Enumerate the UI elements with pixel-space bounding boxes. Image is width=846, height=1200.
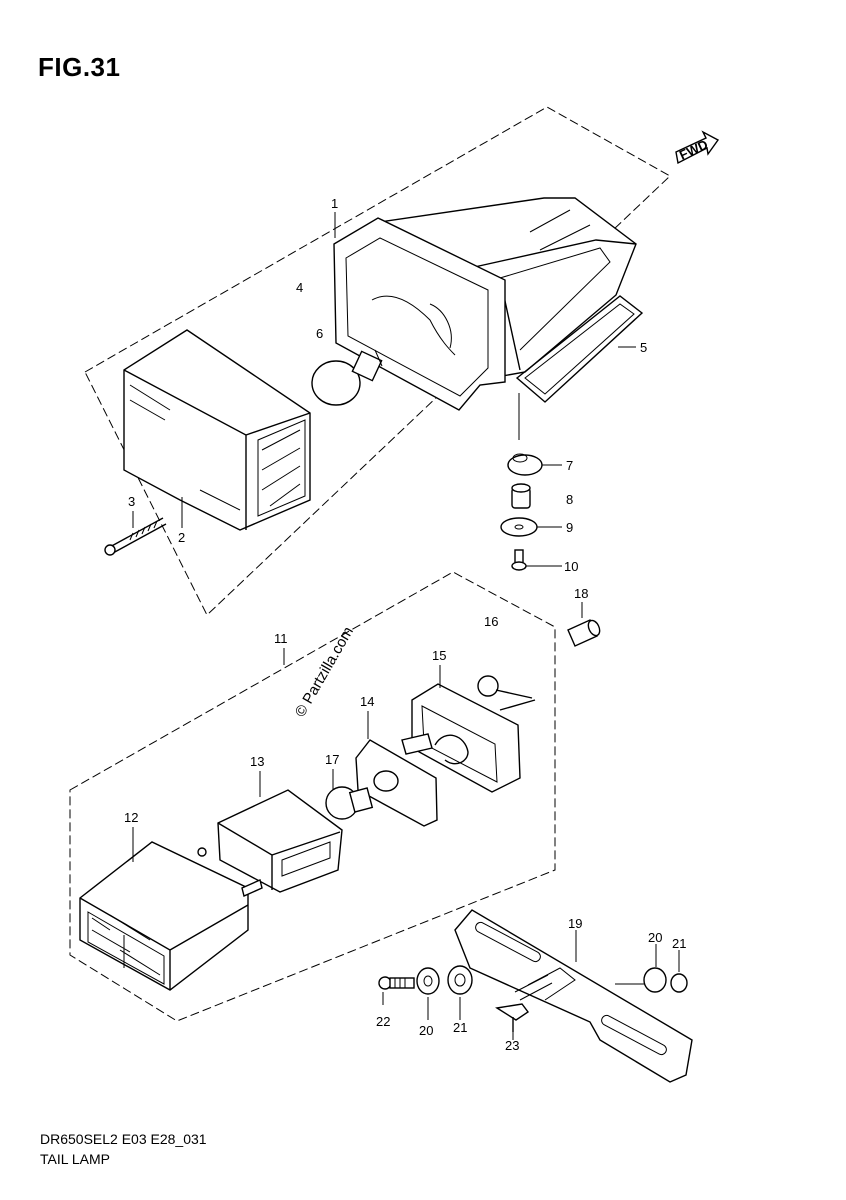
part-20-washer-left xyxy=(416,967,440,995)
footer-diagram-code: DR650SEL2 E03 E28_031 xyxy=(40,1131,207,1147)
part-9-washer xyxy=(500,517,562,537)
callout-5: 5 xyxy=(640,340,647,355)
figure-title: FIG.31 xyxy=(38,52,121,82)
part-13-lens xyxy=(217,789,343,893)
part-20-washer-right xyxy=(615,967,667,993)
part-3-screw xyxy=(104,517,167,556)
fwd-arrow-icon: FWD xyxy=(675,130,720,165)
part-21-grommet-left xyxy=(447,965,473,995)
callout-13: 13 xyxy=(250,754,264,769)
part-2-lens xyxy=(123,329,311,531)
part-5-gasket xyxy=(515,295,644,403)
callout-23: 23 xyxy=(505,1038,519,1053)
footer-diagram-name: TAIL LAMP xyxy=(40,1151,111,1167)
part-12-housing xyxy=(79,841,263,991)
callout-21-right: 21 xyxy=(672,936,686,951)
part-8-collar xyxy=(511,483,531,509)
callout-11: 11 xyxy=(274,631,288,646)
callout-20-left: 20 xyxy=(419,1023,433,1038)
callout-7: 7 xyxy=(566,458,573,473)
callout-14: 14 xyxy=(360,694,374,709)
part-1-tail-lamp-body xyxy=(378,197,637,381)
lower-assembly-frame xyxy=(69,571,556,1022)
part-7-grommet xyxy=(507,453,562,476)
callout-1: 1 xyxy=(331,196,338,211)
part-23-clip xyxy=(495,1003,530,1032)
callout-18: 18 xyxy=(574,586,588,601)
callout-19: 19 xyxy=(568,916,582,931)
part-22-bolt xyxy=(378,976,415,990)
upper-assembly-frame xyxy=(84,106,671,616)
part-16-socket xyxy=(401,675,536,793)
callout-4: 4 xyxy=(296,280,303,295)
callout-17: 17 xyxy=(325,752,339,767)
part-21-nut-right xyxy=(670,973,688,993)
callout-10: 10 xyxy=(564,559,578,574)
part-10-nut xyxy=(511,549,562,571)
part-19-bracket xyxy=(454,909,693,1083)
leader-lines xyxy=(132,212,680,1040)
watermark: © Partzilla.com xyxy=(292,624,357,720)
callout-15: 15 xyxy=(432,648,446,663)
callout-labels: 1 2 3 4 5 6 7 8 9 10 11 12 13 14 15 16 1… xyxy=(124,196,686,1053)
part-6-bulb xyxy=(311,349,383,406)
callout-16: 16 xyxy=(484,614,498,629)
callout-12: 12 xyxy=(124,810,138,825)
fwd-label: FWD xyxy=(677,137,710,163)
callout-6: 6 xyxy=(316,326,323,341)
part-18-spacer xyxy=(567,602,601,647)
callout-21-left: 21 xyxy=(453,1020,467,1035)
callout-8: 8 xyxy=(566,492,573,507)
callout-2: 2 xyxy=(178,530,185,545)
part-17-bulb xyxy=(325,786,374,820)
callout-22: 22 xyxy=(376,1014,390,1029)
callout-9: 9 xyxy=(566,520,573,535)
callout-20-right: 20 xyxy=(648,930,662,945)
callout-3: 3 xyxy=(128,494,135,509)
